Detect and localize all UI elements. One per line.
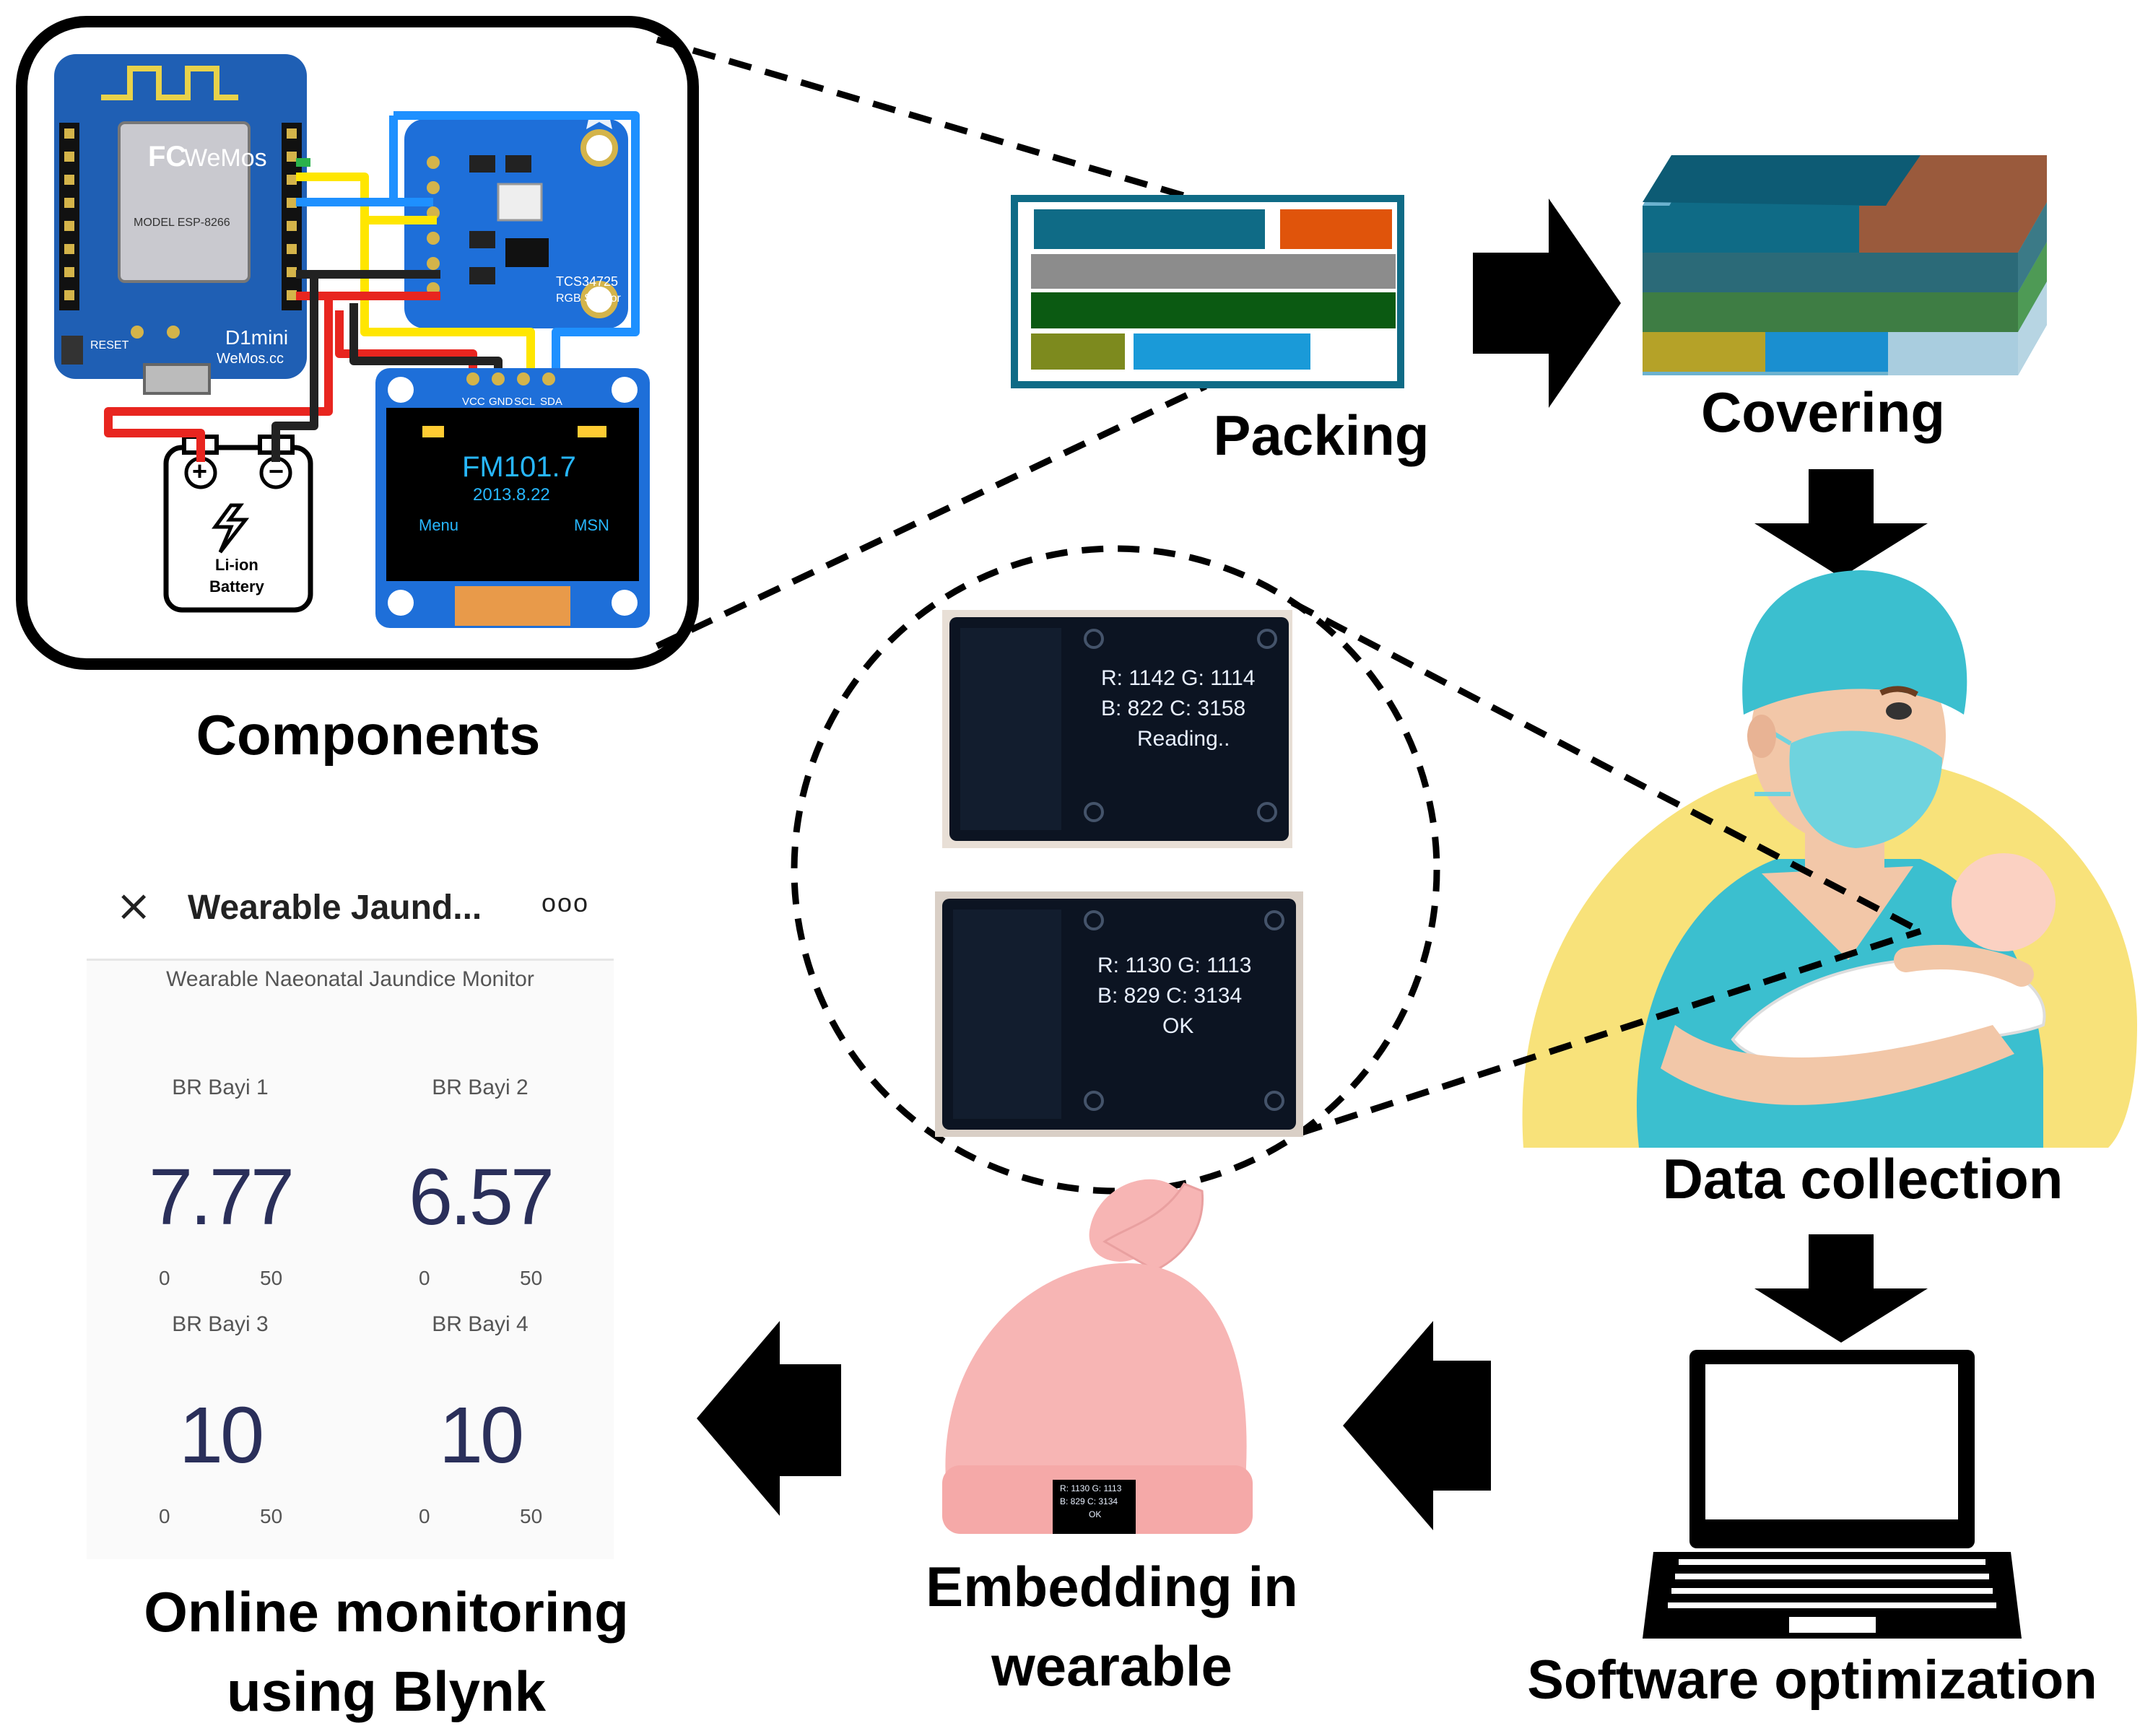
gauge-2-min: 0 (419, 1267, 430, 1289)
battery-label-line1: Li-ion (215, 556, 258, 574)
arrow-covering-to-data (1754, 469, 1928, 577)
arrow-packing-to-covering (1473, 199, 1621, 408)
oled-pin-sda: SDA (540, 396, 562, 408)
gauge-2-max: 50 (520, 1267, 543, 1289)
gauge-1-name: BR Bayi 1 (172, 1076, 269, 1099)
callout-components-to-packing (656, 36, 1207, 650)
gauge-2-name: BR Bayi 2 (432, 1076, 529, 1099)
hat-display-line3: OK (1089, 1509, 1102, 1519)
label-embedding-line2: wearable (991, 1634, 1232, 1698)
label-software-optimization: Software optimization (1527, 1649, 2097, 1711)
battery-label-line2: Battery (209, 577, 264, 596)
board-brand-line1: D1mini (225, 326, 289, 349)
gauge-4-value: 10 (438, 1391, 524, 1480)
gauge-4-min: 0 (419, 1505, 430, 1527)
wearable-hat (942, 1179, 1253, 1534)
oled-menu: Menu (419, 516, 459, 534)
gauge-1-value: 7.77 (148, 1153, 295, 1242)
hat-display-line2: B: 829 C: 3134 (1060, 1496, 1118, 1506)
gauge-1-min: 0 (159, 1267, 170, 1289)
blynk-app-title: Wearable Jaund... (188, 889, 482, 927)
battery-minus: − (269, 456, 284, 486)
module-model: MODEL ESP-8266 (134, 217, 230, 229)
arrow-embedding-to-online (697, 1321, 841, 1516)
oled-msn: MSN (574, 516, 609, 534)
hat-display-line1: R: 1130 G: 1113 (1060, 1483, 1122, 1493)
label-data-collection: Data collection (1662, 1147, 2063, 1211)
label-packing: Packing (1213, 404, 1430, 467)
gauge-3-min: 0 (159, 1505, 170, 1527)
more-options-icon[interactable]: ooo (541, 888, 590, 917)
laptop-icon (1643, 1350, 2022, 1639)
reading-screen1-line3: Reading.. (1137, 727, 1230, 751)
packing-illustration (1011, 195, 1404, 388)
covering-illustration (1643, 155, 2047, 375)
gauge-4-name: BR Bayi 4 (432, 1312, 529, 1336)
label-embedding-line1: Embedding in (926, 1555, 1298, 1618)
data-collection-illustration (1522, 570, 2137, 1148)
arrow-software-to-embedding (1343, 1321, 1491, 1530)
blynk-app-screen: × Wearable Jaund... ooo Wearable Naeonat… (87, 852, 614, 1559)
battery-plus: + (192, 456, 208, 486)
gauge-3-max: 50 (260, 1505, 283, 1527)
oled-pin-gnd: GND (489, 396, 513, 408)
oled-pin-scl: SCL (514, 396, 536, 408)
components-panel (16, 16, 699, 670)
gauge-4-max: 50 (520, 1505, 543, 1527)
gauge-3-name: BR Bayi 3 (172, 1312, 269, 1336)
reading-screen1-line2: B: 822 C: 3158 (1101, 697, 1246, 720)
sensor-subtitle: RGB Sensor (556, 292, 621, 305)
oled-module (375, 368, 650, 628)
reading-screen1-line1: R: 1142 G: 1114 (1101, 666, 1256, 690)
module-brand: WeMos (184, 144, 267, 172)
gauge-2-value: 6.57 (408, 1153, 554, 1242)
board-brand-line2: WeMos.cc (217, 351, 284, 367)
device-photo-callout (791, 545, 1923, 1195)
reading-screen2-line1: R: 1130 G: 1113 (1097, 954, 1252, 977)
gauge-3-value: 10 (178, 1391, 264, 1480)
wemos-d1-mini-board (54, 54, 307, 395)
header-divider (87, 959, 614, 961)
module-fc-mark: FC (148, 141, 187, 173)
reset-label: RESET (90, 339, 129, 352)
blynk-dashboard-subtitle: Wearable Naeonatal Jaundice Monitor (166, 967, 534, 991)
close-icon[interactable]: × (116, 881, 152, 931)
reading-screen2-line3: OK (1162, 1014, 1194, 1038)
arrow-data-to-software (1754, 1234, 1928, 1343)
reading-screen2-line2: B: 829 C: 3134 (1097, 984, 1243, 1008)
label-online-line1: Online monitoring (144, 1580, 629, 1644)
label-components: Components (196, 703, 541, 767)
gauge-1-max: 50 (260, 1267, 283, 1289)
oled-frequency: FM101.7 (462, 451, 576, 483)
wiring (104, 111, 640, 462)
oled-date: 2013.8.22 (473, 485, 550, 505)
oled-pin-vcc: VCC (462, 396, 485, 408)
sensor-name: TCS34725 (556, 274, 619, 289)
label-online-line2: using Blynk (226, 1659, 547, 1723)
label-covering: Covering (1700, 380, 1946, 444)
blynk-header: × Wearable Jaund... ooo (87, 852, 614, 960)
